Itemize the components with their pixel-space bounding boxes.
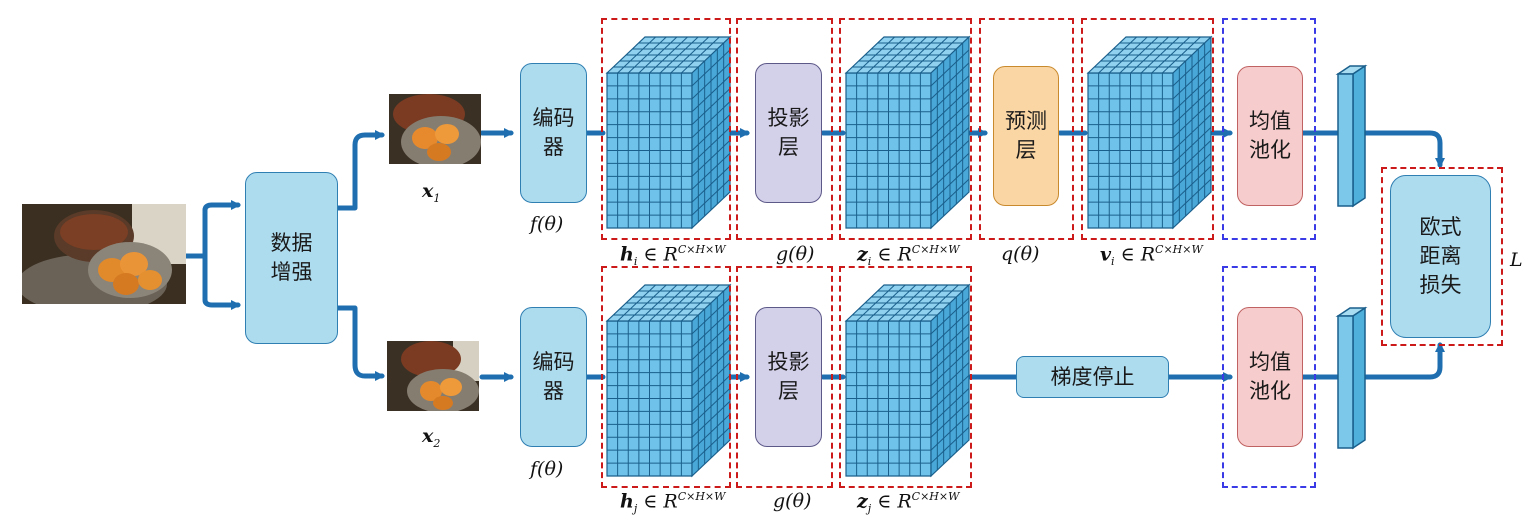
label-g-top: g(θ) — [776, 243, 815, 265]
augmented-image-x1 — [389, 94, 481, 164]
frame-z-i — [839, 18, 972, 240]
frame-g-bottom — [736, 266, 833, 488]
projection-bottom-box: 投影 层 — [755, 307, 822, 447]
label-x2: x2 — [422, 425, 441, 450]
arrow-bottom-to-loss — [1362, 342, 1445, 380]
frame-g-top — [736, 18, 833, 240]
arrow-aug-x2 — [335, 305, 385, 381]
feature-cube-z-j — [844, 283, 971, 478]
label-v-i: vi ∈ RC×H×W — [1100, 243, 1203, 269]
predictor-box: 预测 层 — [993, 66, 1059, 206]
frame-pool-top — [1222, 18, 1316, 240]
arrow-aug-x1 — [335, 130, 385, 211]
feature-cube-z-i — [844, 35, 971, 230]
pooled-vector-bottom — [1335, 306, 1368, 450]
label-L: L — [1510, 249, 1523, 271]
mean-pool-top-box: 均值 池化 — [1237, 66, 1303, 206]
feature-cube-v-i — [1086, 35, 1213, 230]
frame-v-i — [1081, 18, 1214, 240]
frame-z-j — [839, 266, 972, 488]
data-augmentation-box: 数据 增强 — [245, 172, 338, 344]
euclidean-loss-box: 欧式 距离 损失 — [1390, 175, 1491, 338]
arrow-input-split — [183, 200, 241, 259]
pooled-vector-top — [1335, 64, 1368, 208]
augmented-image-x2 — [387, 341, 479, 411]
label-f-bottom: f(θ) — [530, 458, 564, 480]
label-f-top: f(θ) — [530, 213, 564, 235]
stop-gradient-box: 梯度停止 — [1016, 356, 1169, 398]
label-q: q(θ) — [1001, 243, 1040, 265]
encoder-top-box: 编码 器 — [520, 63, 587, 203]
frame-pool-bottom — [1222, 266, 1316, 488]
encoder-bottom-box: 编码 器 — [520, 307, 587, 447]
frame-q — [979, 18, 1074, 240]
label-h-i: hi ∈ RC×H×W — [620, 243, 726, 269]
frame-loss — [1381, 167, 1503, 346]
feature-cube-h-j — [605, 283, 732, 478]
label-z-i: zi ∈ RC×H×W — [857, 243, 960, 269]
label-g-bottom: g(θ) — [773, 490, 812, 512]
label-z-j: zj ∈ RC×H×W — [857, 490, 960, 516]
label-x1: x1 — [422, 180, 441, 205]
feature-cube-h-i — [605, 35, 732, 230]
frame-h-i — [601, 18, 731, 240]
frame-h-j — [601, 266, 731, 488]
projection-top-box: 投影 层 — [755, 63, 822, 203]
arrow-top-to-loss — [1362, 130, 1445, 168]
mean-pool-bottom-box: 均值 池化 — [1237, 307, 1303, 447]
label-h-j: hj ∈ RC×H×W — [620, 490, 726, 516]
input-image — [22, 204, 186, 304]
